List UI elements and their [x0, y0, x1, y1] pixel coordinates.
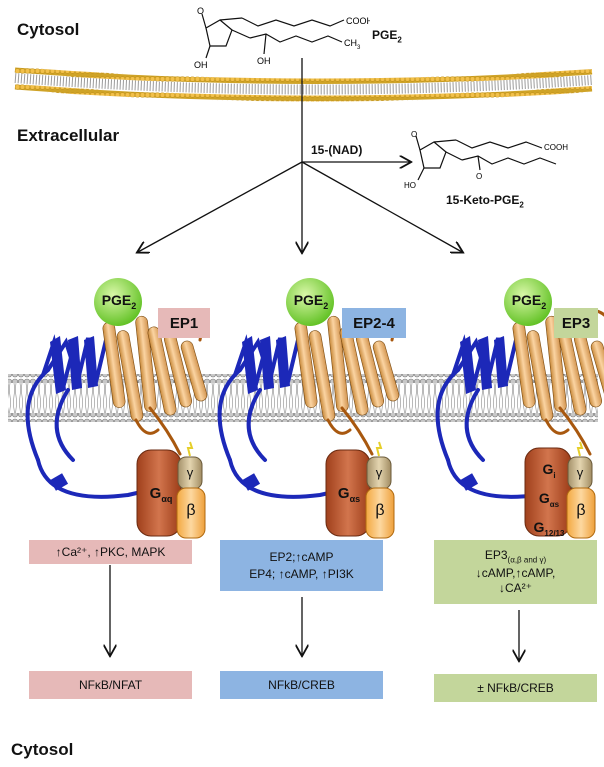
extracellular-label: Extracellular	[17, 126, 120, 145]
svg-text:OH: OH	[257, 56, 271, 66]
beta-label-ep24: β	[375, 502, 385, 519]
pge2-label: PGE2	[372, 28, 402, 45]
keto-pge2-label: 15-Keto-PGE2	[446, 193, 524, 210]
gamma-label-ep24: γ	[375, 465, 383, 480]
svg-text:OH: OH	[194, 60, 208, 70]
ep2-4-signal-box: EP2;↑cAMP EP4; ↑cAMP, ↑PI3K	[220, 540, 383, 591]
ep3-outcome-box: ± NFkB/CREB	[434, 674, 597, 702]
svg-text:COOH: COOH	[544, 143, 568, 152]
gamma-label-ep1: γ	[186, 465, 194, 480]
g-stack-ep3: Gi Gαs G12/13	[527, 458, 571, 544]
keto-pge2-structure: O HO O COOH	[404, 130, 568, 190]
receptors-graphic	[25, 276, 604, 539]
ligand-label-ep3: PGE2	[511, 292, 547, 311]
ep3-signal-camp: ↓cAMP,↑cAMP,	[475, 565, 556, 580]
pge2-structure: O OH OH COOH CH3	[194, 6, 370, 70]
ep3-signal-title: EP3(α,β and γ)	[484, 548, 547, 565]
ep1-outcome-box: NFκB/NFAT	[29, 671, 192, 699]
svg-text:CH3: CH3	[344, 38, 361, 51]
beta-label-ep1: β	[186, 502, 196, 519]
g-alpha-q-label: Gαq	[149, 485, 173, 504]
ep3-signal-ca: ↓CA²⁺	[499, 580, 532, 595]
g-i-label: Gi	[542, 461, 556, 480]
cytosol-bottom-label: Cytosol	[11, 740, 74, 759]
ep2-4-outcome-box: NFkB/CREB	[220, 671, 383, 699]
ep4-signal-text: EP4; ↑cAMP, ↑PI3K	[249, 566, 354, 581]
svg-text:O: O	[476, 172, 482, 181]
svg-text:HO: HO	[404, 181, 416, 190]
ep1-signal-box: ↑Ca²⁺, ↑PKC, MAPK	[29, 540, 192, 564]
g-12-13-label: G12/13	[533, 518, 565, 538]
svg-text:O: O	[411, 130, 417, 139]
g-alpha-s-label: Gαs	[337, 485, 361, 504]
ligand-label-ep1: PGE2	[101, 292, 137, 311]
cytosol-top-label: Cytosol	[17, 20, 80, 39]
ep2-4-tag: EP2-4	[342, 308, 406, 338]
ep3-signal-box: EP3(α,β and γ) ↓cAMP,↑cAMP, ↓CA²⁺	[434, 540, 597, 604]
svg-text:O: O	[197, 6, 204, 16]
ligand-label-ep24: PGE2	[293, 292, 329, 311]
beta-label-ep3: β	[576, 502, 586, 519]
ep3-tag: EP3	[554, 308, 598, 338]
svg-text:COOH: COOH	[346, 16, 370, 26]
gamma-label-ep3: γ	[576, 465, 584, 480]
enzyme-label: 15-(NAD)	[311, 143, 363, 157]
ep1-signal-text: ↑Ca²⁺, ↑PKC, MAPK	[55, 544, 166, 559]
ep2-signal-text: EP2;↑cAMP	[269, 550, 334, 565]
ep1-tag: EP1	[158, 308, 210, 338]
g-alpha-s-label-ep3: Gαs	[538, 489, 560, 509]
